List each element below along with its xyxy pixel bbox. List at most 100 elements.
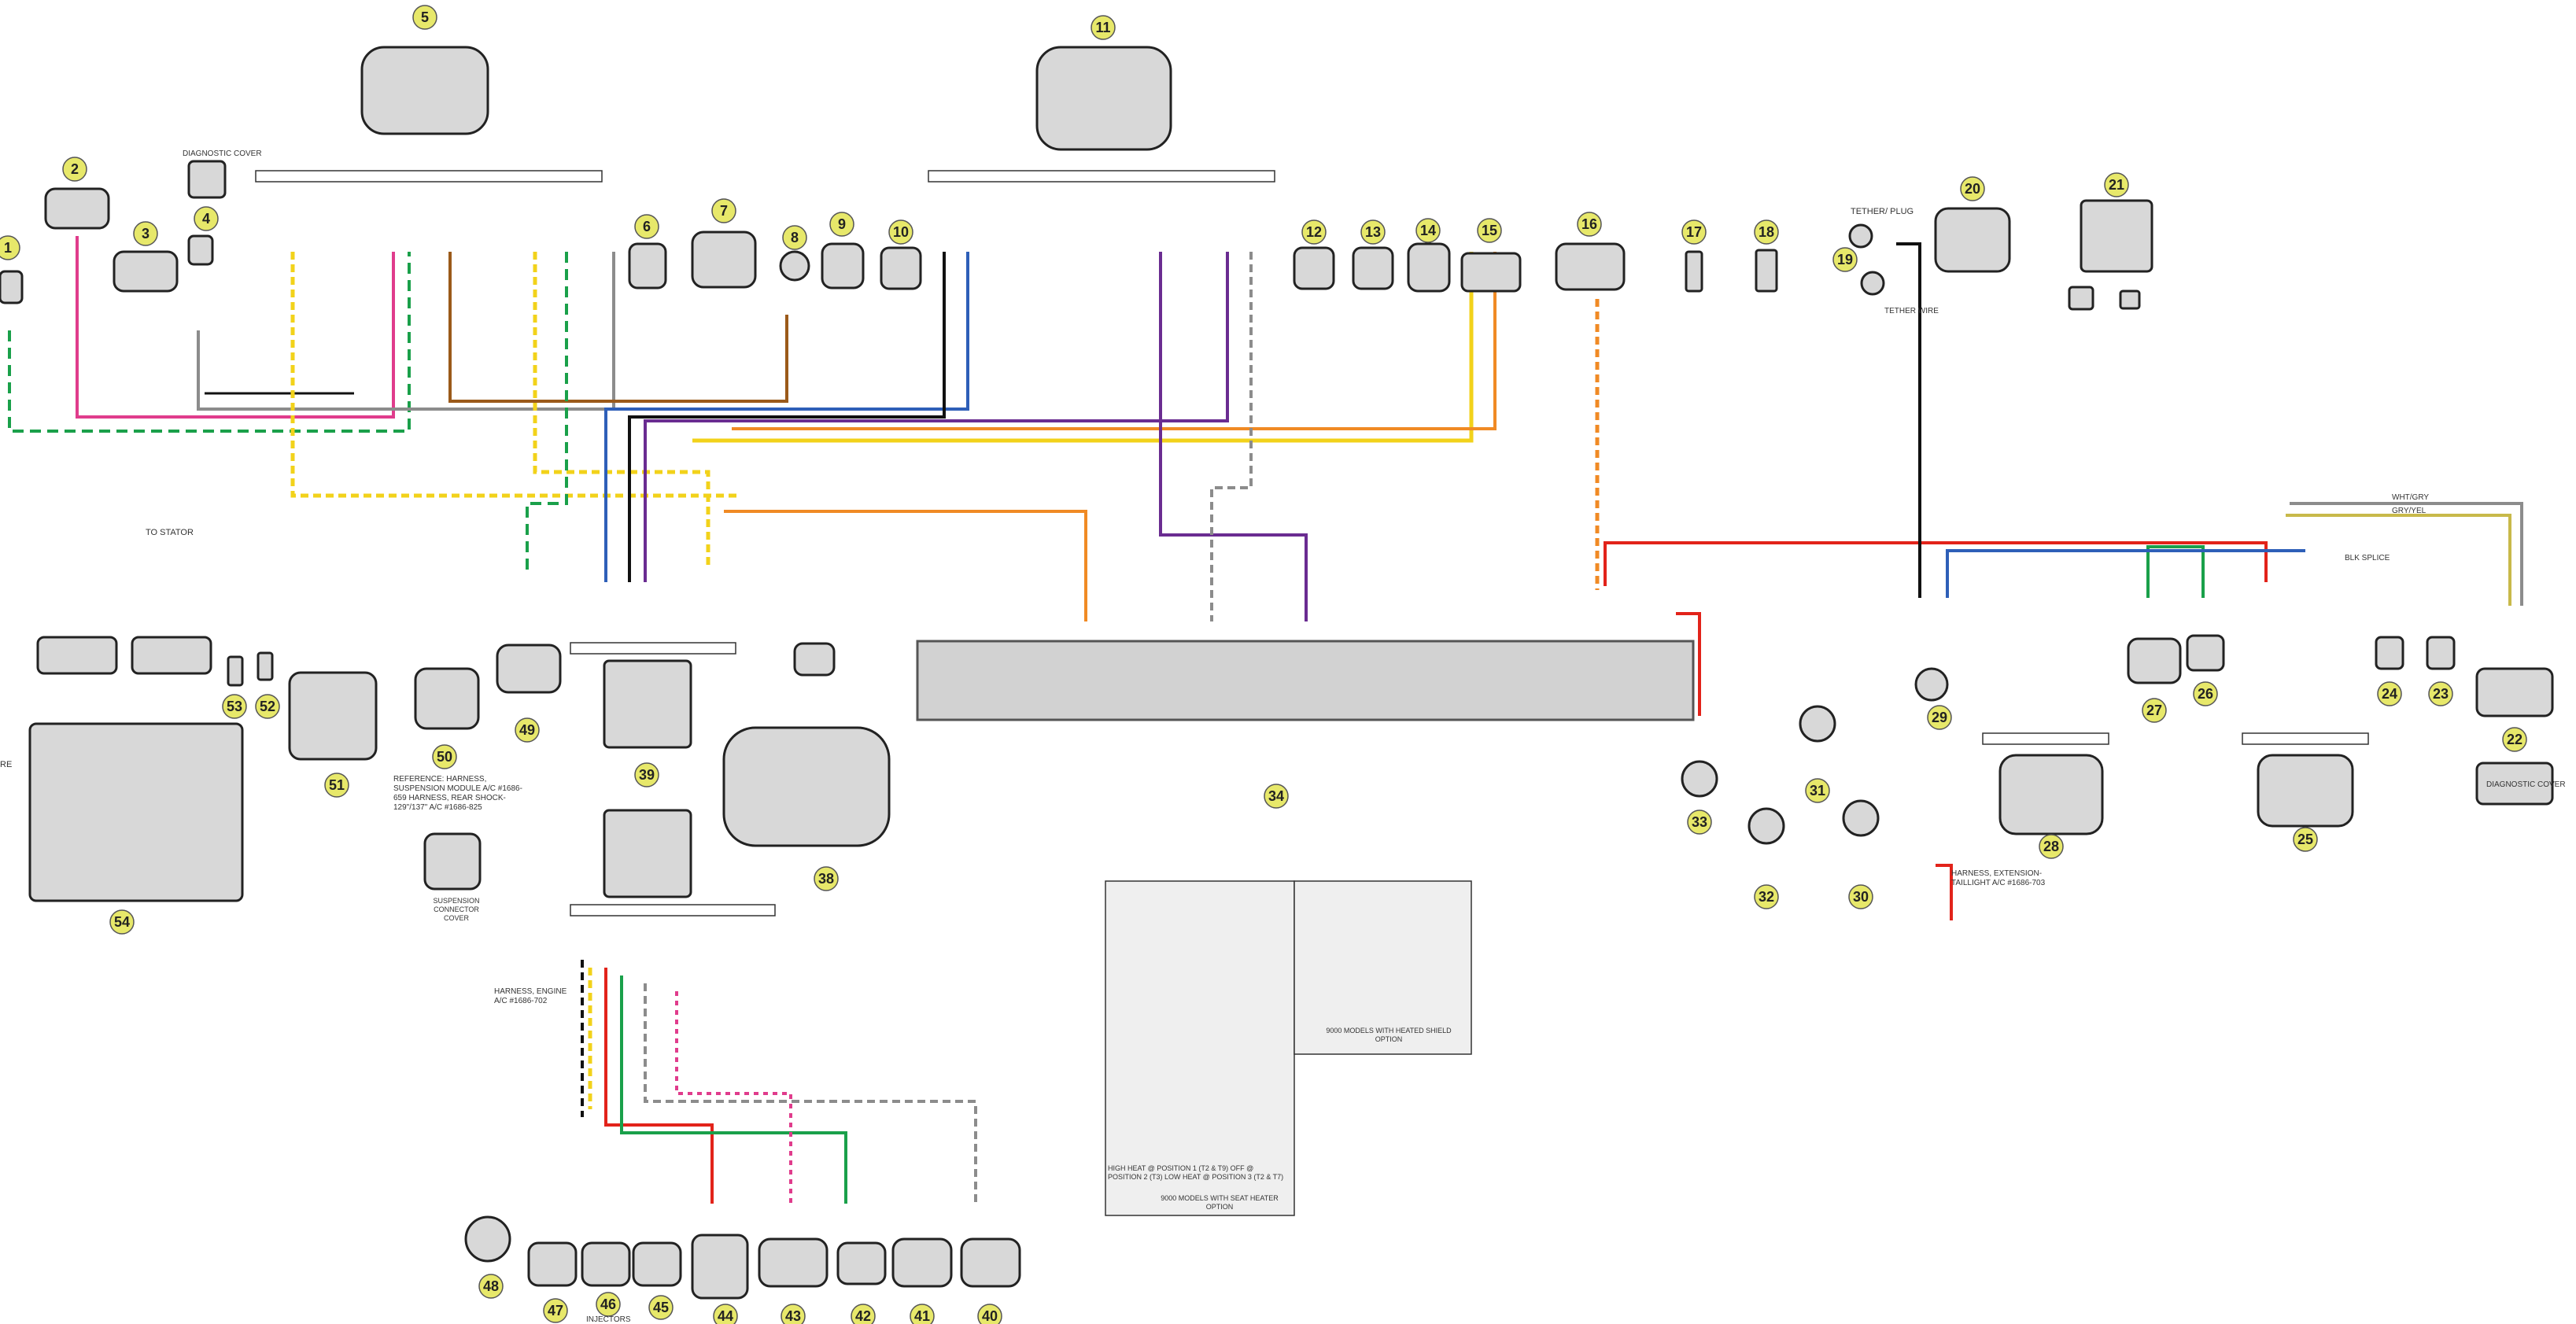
callout-28-number: 28 <box>2043 839 2059 854</box>
callout-52: 52 <box>255 694 280 719</box>
callout-51-bubble <box>324 773 349 798</box>
callout-50-number: 50 <box>437 749 452 765</box>
callout-8-number: 8 <box>791 230 799 245</box>
connector-10 <box>880 246 922 290</box>
connector-32 <box>1747 807 1785 845</box>
connector-45 <box>632 1241 682 1287</box>
callout-26: 26 <box>2193 681 2218 706</box>
connector-15 <box>1460 252 1522 293</box>
callout-2-bubble <box>62 157 87 182</box>
callout-6: 6 <box>634 214 659 239</box>
callout-21: 21 <box>2104 172 2129 197</box>
callout-16: 16 <box>1577 212 1602 237</box>
callout-10: 10 <box>888 219 913 245</box>
connector-4 <box>187 234 214 266</box>
text-labels: DIAGNOSTIC COVER DIAGNOSTIC COVER TETHER… <box>0 149 2566 1324</box>
connector-18 <box>1755 249 1778 293</box>
callout-19: 19 <box>1832 247 1858 272</box>
callout-39-number: 39 <box>639 767 655 783</box>
callout-31-number: 31 <box>1810 783 1825 798</box>
callout-17-bubble <box>1681 219 1707 245</box>
callout-48-bubble <box>478 1274 504 1299</box>
connector-47 <box>527 1241 578 1287</box>
callout-22: 22 <box>2502 727 2527 752</box>
callout-23-number: 23 <box>2433 686 2449 702</box>
connector-13 <box>1352 246 1394 290</box>
callout-13-number: 13 <box>1365 224 1381 240</box>
connector-28 <box>1998 754 2104 835</box>
callout-22-number: 22 <box>2507 732 2522 747</box>
callout-18-number: 18 <box>1759 224 1774 240</box>
suspension-reference-note: REFERENCE: HARNESS, SUSPENSION MODULE A/… <box>393 775 522 812</box>
callout-2: 2 <box>62 157 87 182</box>
callout-40-number: 40 <box>982 1308 998 1324</box>
connector-16 <box>1555 242 1626 291</box>
callout-49-bubble <box>515 717 540 743</box>
callout-26-bubble <box>2193 681 2218 706</box>
callout-7-number: 7 <box>720 203 728 219</box>
callout-24-bubble <box>2377 681 2402 706</box>
connector-14 <box>1407 242 1451 293</box>
connector-17 <box>1685 250 1703 293</box>
callout-12-bubble <box>1301 219 1327 245</box>
connector-11 <box>1035 46 1172 151</box>
connector-6 <box>628 242 667 290</box>
connector-9 <box>821 242 865 290</box>
callout-43-bubble <box>781 1304 806 1324</box>
callout-9-number: 9 <box>838 216 846 232</box>
callout-27-bubble <box>2142 698 2167 723</box>
callout-31-bubble <box>1805 778 1830 803</box>
connector-38 <box>722 726 891 847</box>
callout-15-bubble <box>1477 218 1502 243</box>
callout-23: 23 <box>2428 681 2453 706</box>
callout-41-number: 41 <box>914 1308 930 1324</box>
callout-14: 14 <box>1415 218 1441 243</box>
callout-41: 41 <box>910 1304 935 1324</box>
callout-30-number: 30 <box>1853 889 1869 905</box>
diagnostic-cover-top-label: DIAGNOSTIC COVER <box>183 149 262 158</box>
callout-34: 34 <box>1264 784 1289 809</box>
tether-plug-label: TETHER/ PLUG <box>1851 207 1914 216</box>
connector-39 <box>603 659 692 749</box>
callout-54-number: 54 <box>114 914 130 930</box>
callout-7-bubble <box>711 198 736 223</box>
callout-3-bubble <box>133 221 158 246</box>
callout-12: 12 <box>1301 219 1327 245</box>
connector-30 <box>1842 799 1880 837</box>
callout-49: 49 <box>515 717 540 743</box>
callout-45-bubble <box>648 1295 674 1320</box>
callout-33: 33 <box>1687 810 1712 835</box>
callout-39-bubble <box>634 762 659 787</box>
connector-21-plug-2 <box>2119 290 2141 310</box>
callout-8-bubble <box>782 225 807 250</box>
callout-7: 7 <box>711 198 736 223</box>
callout-24-number: 24 <box>2382 686 2397 702</box>
callout-6-number: 6 <box>643 219 651 234</box>
callout-11-number: 11 <box>1095 20 1110 35</box>
callout-53: 53 <box>222 694 247 719</box>
callout-46-bubble <box>596 1292 621 1317</box>
callout-47-number: 47 <box>548 1303 563 1318</box>
connector-21 <box>2080 199 2153 273</box>
connector-42 <box>836 1241 887 1285</box>
callout-46: 46 <box>596 1292 621 1317</box>
callout-52-number: 52 <box>260 699 275 714</box>
connector-8 <box>779 250 810 282</box>
callout-3: 3 <box>133 221 158 246</box>
callout-51: 51 <box>324 773 349 798</box>
callout-43: 43 <box>781 1304 806 1324</box>
connector-50 <box>414 667 480 730</box>
callout-20-bubble <box>1960 176 1985 201</box>
connectors <box>0 46 2554 1300</box>
callout-2-number: 2 <box>71 161 79 177</box>
callout-38-bubble <box>814 866 839 891</box>
callout-28-bubble <box>2039 834 2064 859</box>
connector-48 <box>464 1215 511 1263</box>
connector-5 <box>360 46 489 135</box>
heated-shield-option-box <box>1294 880 1472 1055</box>
callout-13: 13 <box>1360 219 1386 245</box>
callout-32: 32 <box>1754 884 1779 909</box>
pin-strip-11 <box>928 170 1275 183</box>
callout-44-bubble <box>713 1304 738 1324</box>
callout-21-bubble <box>2104 172 2129 197</box>
